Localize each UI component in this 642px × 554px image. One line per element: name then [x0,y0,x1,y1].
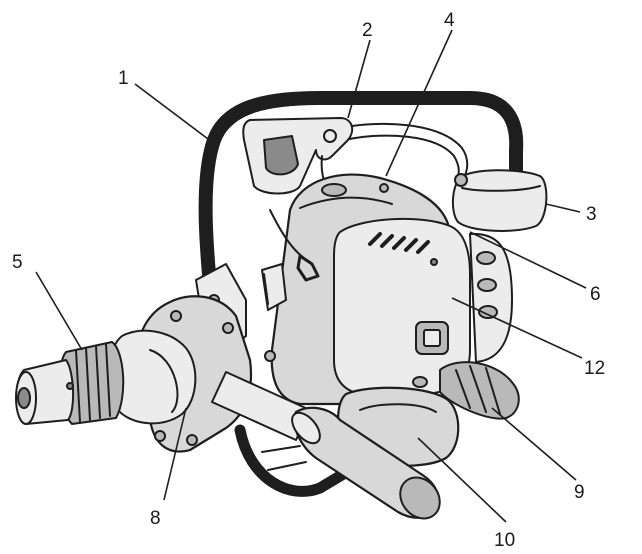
throttle-plate [242,117,354,197]
callout-1: 1 [118,68,129,89]
leader-2 [347,39,371,119]
cylinder-cover [333,217,471,395]
callout-10: 10 [494,530,515,551]
rear-cushion [452,169,548,232]
callout-3: 3 [586,204,597,225]
callout-2: 2 [362,20,373,41]
leader-1 [134,83,213,143]
leader-9 [491,407,577,481]
leader-8 [163,407,187,501]
drill-chuck [15,341,125,425]
callout-9: 9 [574,482,585,503]
callout-labels: 1 2 3 4 5 6 8 9 10 12 [12,10,605,551]
leader-lines [35,29,587,523]
callout-6: 6 [590,284,601,305]
top-handle-frame [198,91,524,335]
spark-plug-lead [269,209,320,282]
callout-8: 8 [150,508,161,529]
callout-12: 12 [584,358,605,379]
starter-grip [439,361,520,420]
leader-12 [451,297,583,359]
rear-slotted-plate [469,232,513,363]
callout-4: 4 [444,10,455,31]
callout-5: 5 [12,252,23,273]
leader-10 [417,437,507,523]
side-handle [211,371,441,520]
leader-4 [385,29,453,177]
leader-5 [35,271,83,351]
gear-box [107,295,276,453]
base-frame [234,424,356,497]
leader-6 [469,231,587,289]
leader-3 [545,203,581,213]
fuel-line [339,122,469,187]
